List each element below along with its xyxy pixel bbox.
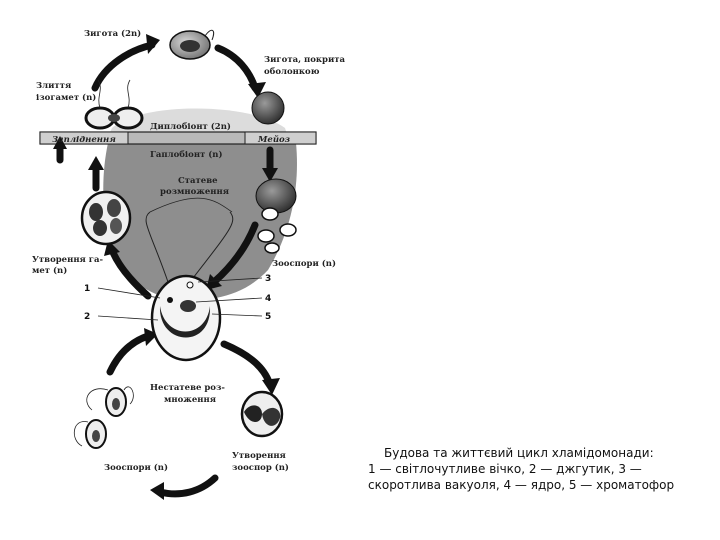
label-haplobiont: Гаплобіонт (n)	[150, 149, 223, 160]
callout-number-1: 1	[84, 284, 90, 294]
arrowhead-shell	[248, 82, 266, 98]
label-asexual-2: множення	[164, 395, 216, 405]
central-cell	[145, 197, 234, 362]
caption-body: 1 — світлочутливе вічко, 2 — джгутик, 3 …	[368, 462, 675, 492]
callout-number-3: 3	[265, 274, 271, 284]
haplobiont-band	[103, 143, 297, 300]
arrow-zygote-to-shell	[214, 44, 259, 92]
arrow-left-up	[106, 332, 152, 376]
label-fertilization: Запліднення	[52, 135, 116, 145]
arrowhead-bottom	[150, 482, 164, 500]
arrowhead-zygote	[146, 34, 160, 54]
label-zygote-shell-2: оболонкою	[264, 66, 320, 77]
callout-number-5: 5	[265, 312, 271, 322]
label-sexual-1: Статеве	[178, 176, 218, 186]
label-gamete-form-1: Утворення га-	[32, 255, 103, 265]
callout-number-2: 2	[84, 312, 90, 322]
arrow-fusion-to-zygote	[91, 41, 156, 92]
fusing-isogametes	[84, 79, 144, 130]
zygote-top	[169, 29, 215, 60]
nucleus	[180, 300, 196, 312]
label-zoospore-form-2: зооспор (n)	[232, 462, 289, 473]
caption-title: Будова та життєвий цикл хламідомонади:	[384, 446, 654, 460]
label-zygote: Зигота (2n)	[84, 28, 141, 39]
arrowhead-asexual	[262, 378, 280, 395]
callout-number-4: 4	[265, 294, 271, 304]
contractile-vacuole	[186, 281, 194, 289]
arrowhead-meiosis	[262, 168, 278, 182]
arrowhead-zoospores	[206, 274, 222, 290]
meiosis-box	[244, 131, 317, 145]
label-diplobiont: Диплобіонт (2n)	[150, 121, 231, 132]
arrow-bottom-curve	[156, 474, 219, 498]
label-zoospore-form-1: Утворення	[232, 451, 286, 461]
arrowhead-gametes-up	[88, 156, 104, 170]
label-asexual-1: Нестатеве роз-	[150, 383, 225, 393]
label-sexual-2: розмноження	[160, 187, 229, 197]
zoospores-bottom-left	[74, 386, 134, 449]
label-zoospores-bottom: Зооспори (n)	[104, 462, 168, 473]
eyespot	[167, 297, 173, 303]
label-fusion-1: Злиття	[36, 81, 71, 91]
arrowhead-fusion-up	[53, 136, 67, 149]
arrow-heads	[53, 34, 280, 500]
zoospore-forming-cell	[240, 390, 284, 438]
label-meiosis: Мейоз	[257, 134, 291, 145]
label-gamete-form-2: мет (n)	[32, 265, 67, 276]
arrow-asexual-right	[220, 340, 274, 389]
gamete-forming-cell	[80, 190, 132, 246]
zoospore-cluster-right	[255, 178, 297, 254]
figure-caption: Будова та життєвий цикл хламідомонади: 1…	[368, 445, 698, 493]
label-zoospores-right: Зооспори (n)	[272, 258, 336, 269]
zygote-shell-cell	[251, 91, 285, 125]
arrow-to-zoospores-right	[210, 221, 259, 286]
arrow-to-gamete-form	[108, 246, 152, 300]
leader-lines	[97, 277, 263, 321]
label-fusion-2: ізогамет (n)	[36, 92, 96, 103]
label-zygote-shell-1: Зигота, покрита	[264, 55, 346, 65]
